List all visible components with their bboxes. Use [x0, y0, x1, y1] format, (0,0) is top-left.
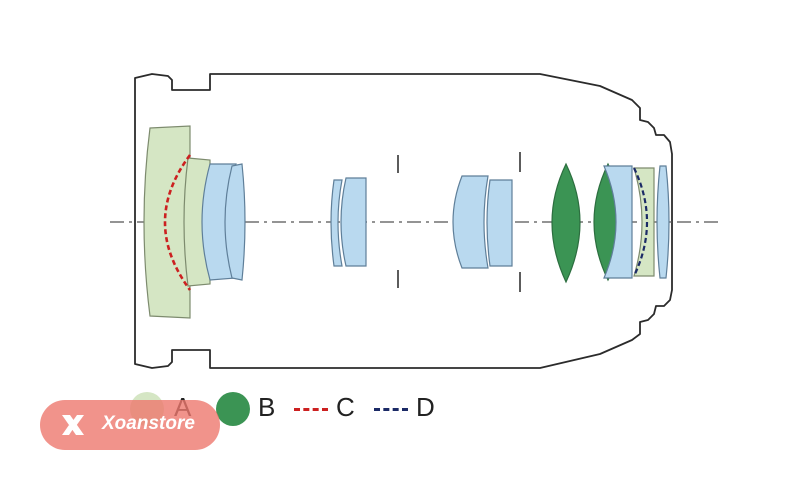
legend-swatch-red-dashed-line: [294, 408, 328, 411]
aspherical-surface-rear: [633, 167, 648, 277]
lens-barrel-outline: [134, 73, 673, 369]
group3-element-2: [486, 179, 513, 267]
watermark-text: Xoanstore: [102, 413, 195, 434]
legend-label-d: D: [416, 392, 435, 422]
rear-element-blue: [603, 165, 633, 279]
rear-ud-element-1: [551, 162, 581, 284]
group3-element-1: [452, 175, 489, 269]
legend-swatch-dark-green-circle: [216, 392, 250, 426]
rear-element-last: [656, 165, 670, 279]
group2-element-2: [340, 177, 367, 267]
front-element-second: [183, 157, 211, 287]
legend-label-c: C: [336, 392, 355, 422]
legend-label-b: B: [258, 392, 276, 422]
aspherical-surface-front: [163, 154, 192, 291]
watermark-x-logo-icon: [62, 415, 84, 435]
rear-element-light: [633, 167, 655, 277]
front-element-fourth: [224, 163, 246, 281]
front-element-large: [143, 125, 191, 319]
watermark-badge: Xoanstore: [40, 400, 220, 450]
legend-swatch-navy-dashed-line: [374, 408, 408, 411]
group2-element-1: [330, 179, 343, 267]
